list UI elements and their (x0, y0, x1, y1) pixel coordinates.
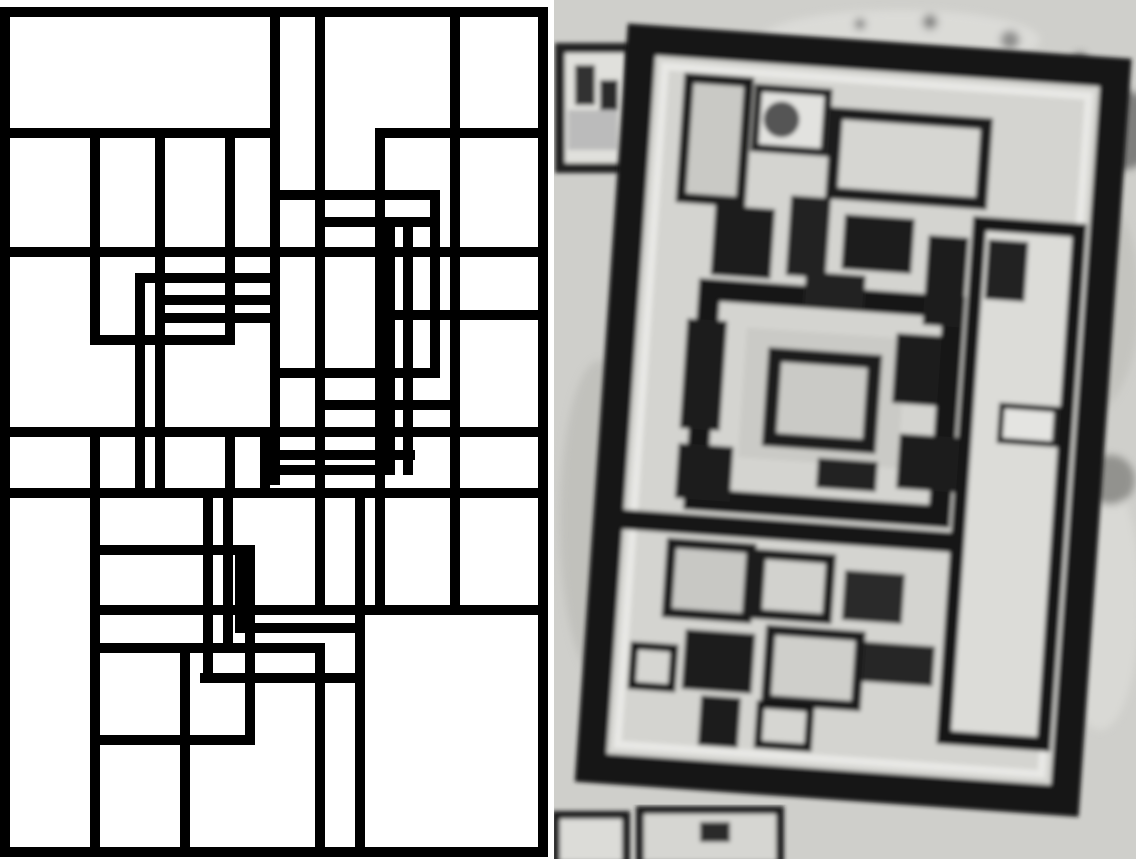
panel-divider (550, 0, 554, 859)
aerial-photo-ruins (554, 0, 1136, 859)
rectangle-tiling-diagram (0, 0, 550, 859)
